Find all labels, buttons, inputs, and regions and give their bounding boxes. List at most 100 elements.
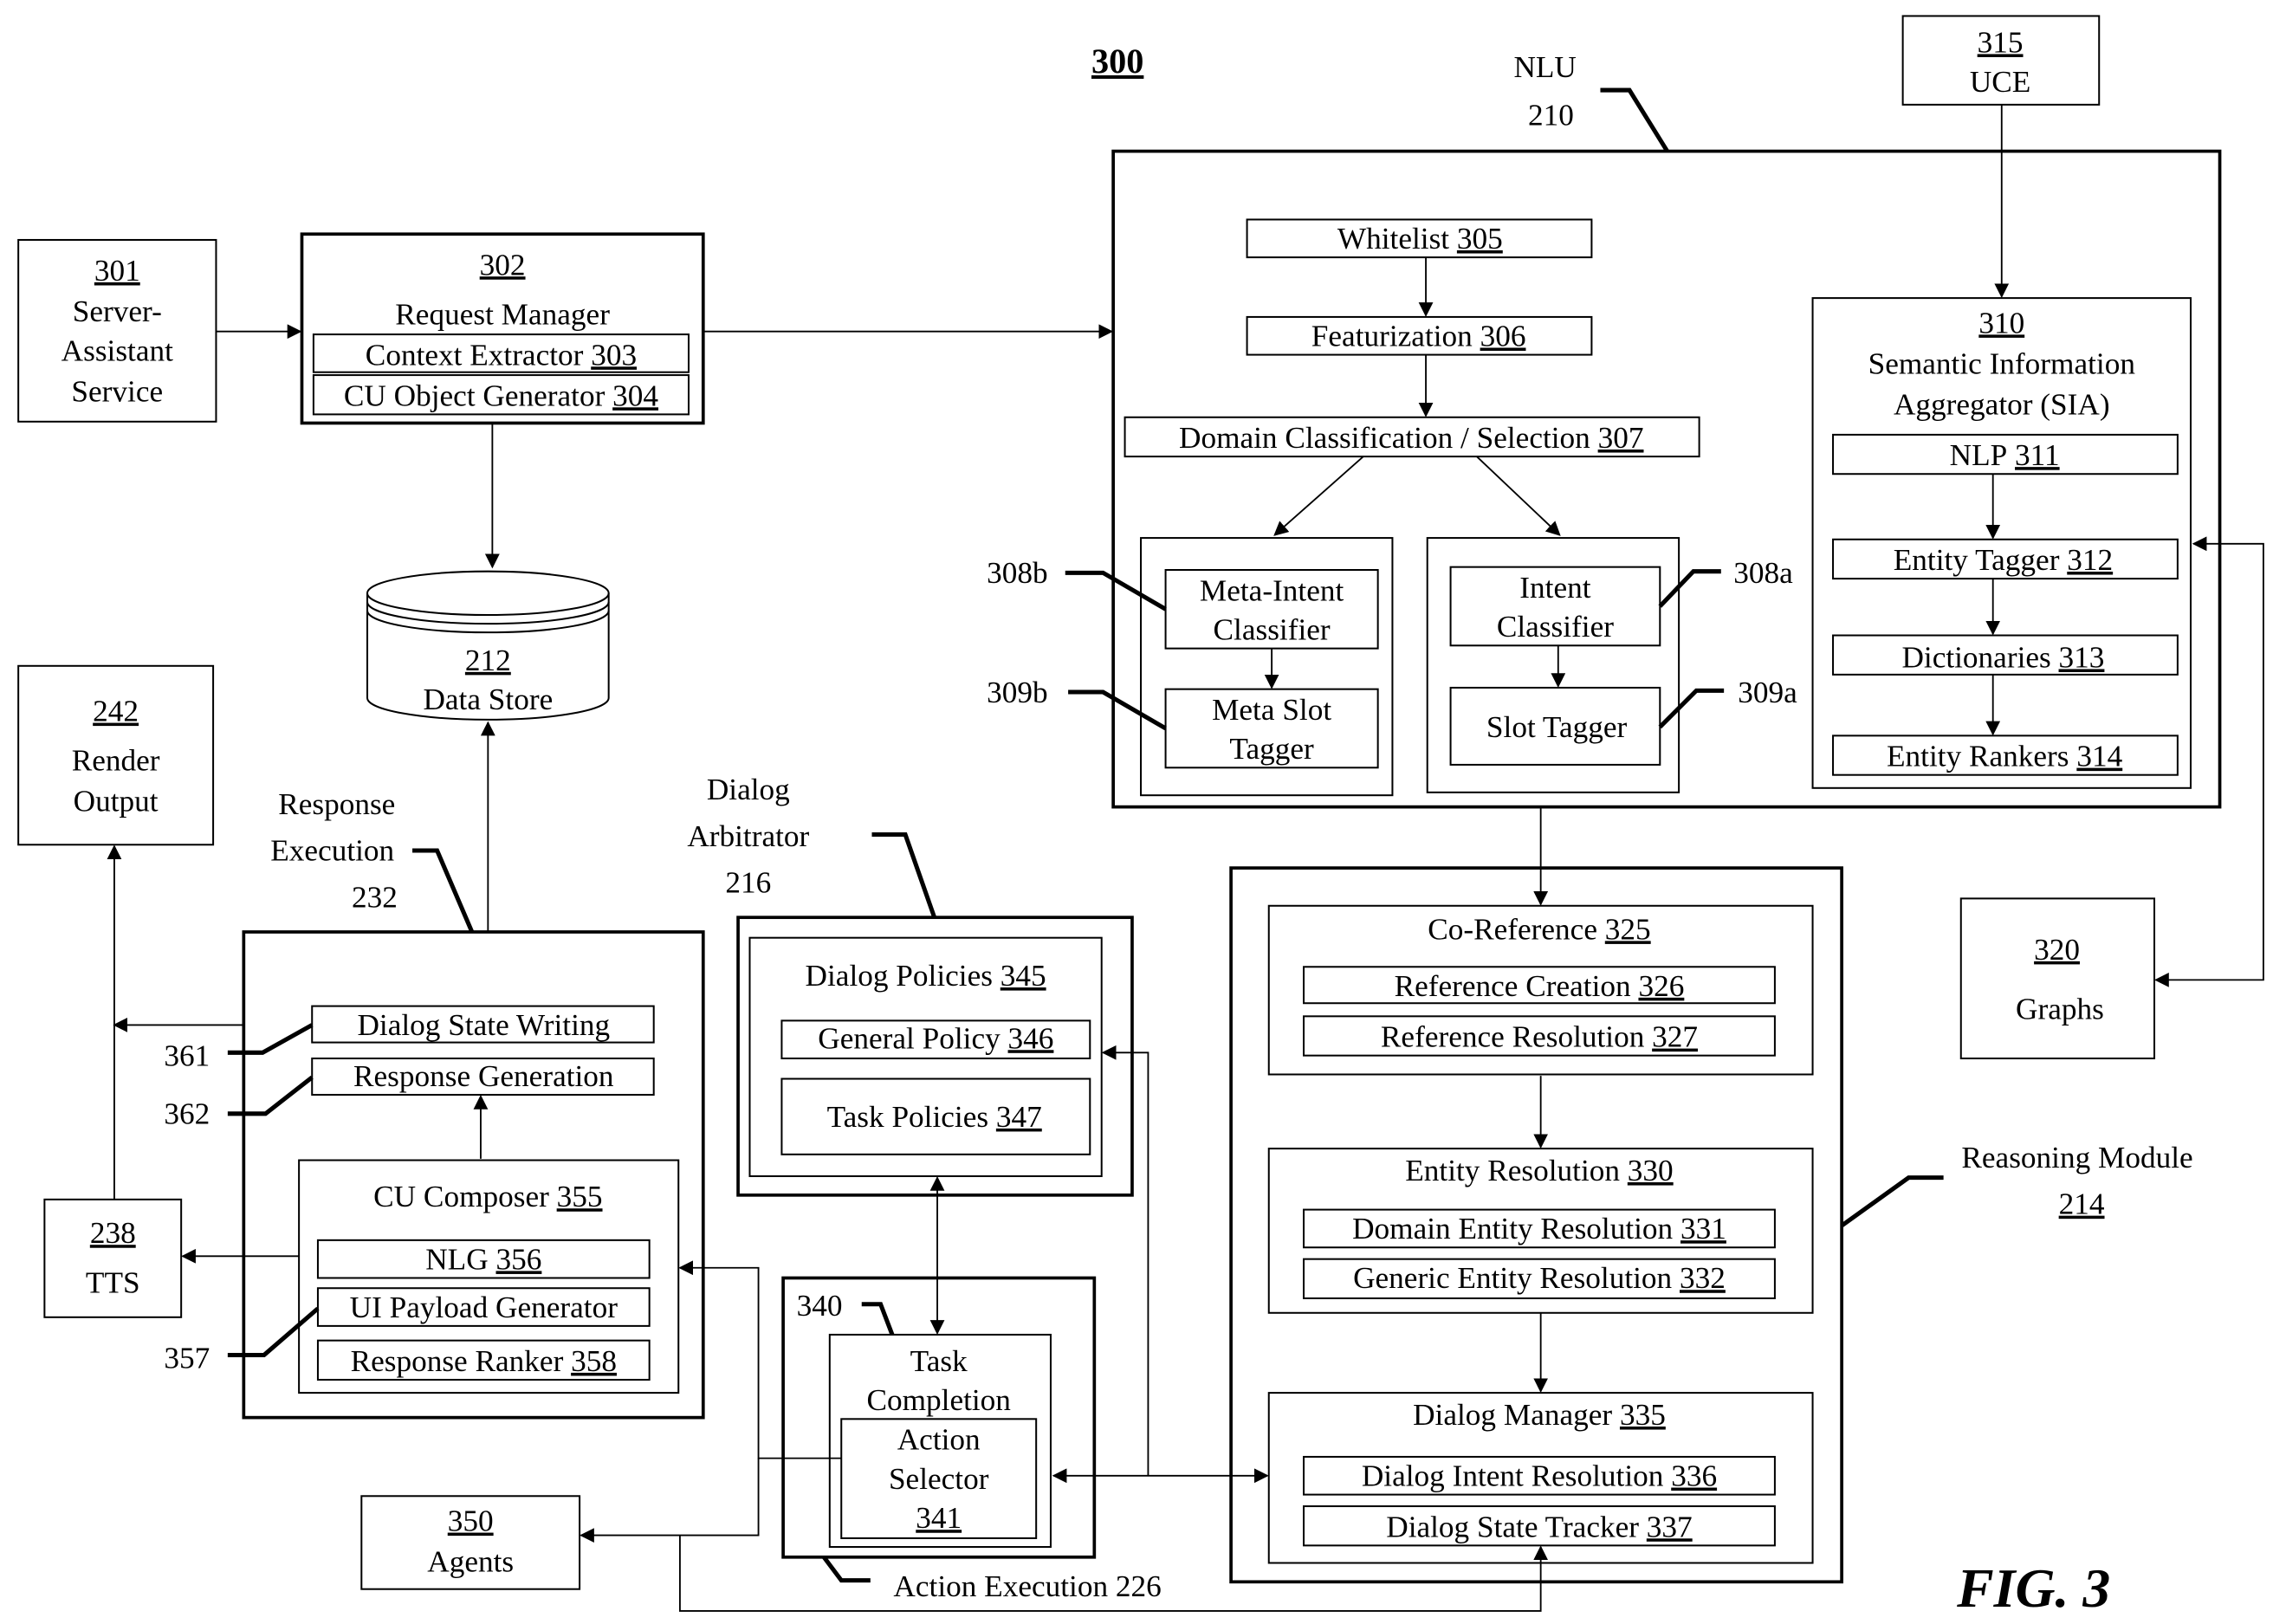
response-execution-leader — [412, 848, 475, 933]
edge-to-agents — [580, 1458, 760, 1543]
whitelist-box — [1246, 218, 1593, 259]
action-selector-line-2: Selector — [889, 1462, 989, 1496]
request-manager-title: Request Manager — [395, 297, 610, 331]
server-assistant-line-2: Assistant — [62, 333, 173, 367]
callout-361-leader — [227, 1023, 314, 1055]
response-ranker-text: Response Ranker 358 — [351, 1344, 617, 1378]
nlg-box — [316, 1239, 651, 1279]
action-execution-leader — [822, 1556, 871, 1583]
domain-entity-resolution-text: Domain Entity Resolution 331 — [1352, 1212, 1726, 1245]
callout-362-leader — [227, 1075, 314, 1116]
entity-resolution-text: Entity Resolution 330 — [1405, 1154, 1673, 1187]
response-ranker-box — [316, 1339, 651, 1381]
meta-intent-group-box — [1140, 537, 1394, 797]
nlu-leader — [1600, 87, 1669, 152]
dialog-state-writing-box — [311, 1005, 655, 1044]
callout-340-leader — [861, 1302, 895, 1336]
dialog-policies-box — [748, 936, 1103, 1177]
general-policy-box — [780, 1019, 1091, 1060]
callout-340: 340 — [797, 1289, 843, 1323]
edge-action-agents-composer — [678, 1260, 842, 1459]
nlg-text: NLG 356 — [425, 1242, 541, 1276]
nlp-box — [1832, 433, 2179, 476]
meta-slot-line-2: Tagger — [1229, 732, 1314, 766]
generic-entity-resolution-text: Generic Entity Resolution 332 — [1353, 1261, 1726, 1295]
nlu-ref-label: 210 — [1528, 98, 1574, 132]
dialog-arbitrator-line-3: 216 — [725, 866, 771, 900]
callout-362: 362 — [164, 1097, 210, 1131]
figure-caption: FIG. 3 — [1956, 1557, 2110, 1619]
task-completion-line-1: Task — [910, 1344, 968, 1378]
meta-slot-line-1: Meta Slot — [1212, 693, 1331, 727]
dialog-arbitrator-line-1: Dialog — [707, 773, 790, 806]
reasoning-leader — [1840, 1175, 1944, 1228]
graphs-box — [1959, 897, 2156, 1060]
request-manager-box — [300, 232, 705, 425]
response-execution-line-1: Response — [278, 787, 395, 821]
callout-309b: 309b — [987, 676, 1048, 709]
whitelist-text: Whitelist 305 — [1337, 222, 1503, 256]
server-assistant-line-3: Service — [71, 374, 163, 408]
domain-entity-resolution-box — [1303, 1208, 1776, 1249]
edge-sia-graphs — [2154, 536, 2264, 987]
meta-intent-line-2: Classifier — [1214, 613, 1331, 647]
dialog-state-writing-text: Dialog State Writing — [357, 1008, 610, 1042]
meta-intent-line-1: Meta-Intent — [1200, 573, 1344, 607]
nlu-name-label: NLU — [1513, 50, 1576, 84]
response-execution-box — [242, 930, 705, 1420]
co-reference-text: Co-Reference 325 — [1428, 912, 1650, 946]
task-completion-line-2: Completion — [866, 1383, 1011, 1417]
task-completion-box — [828, 1333, 1052, 1549]
co-reference-box — [1267, 904, 1814, 1076]
cu-object-generator-box — [312, 374, 690, 416]
callout-309a-leader — [1658, 688, 1725, 729]
response-execution-line-3: 232 — [352, 880, 398, 914]
intent-group-box — [1426, 537, 1680, 793]
server-assistant-id: 301 — [94, 254, 140, 288]
reference-creation-box — [1303, 966, 1776, 1005]
server-assistant-line-1: Server- — [73, 294, 162, 328]
context-extractor-box — [312, 333, 690, 373]
featurization-box — [1246, 315, 1593, 356]
domain-classification-text: Domain Classification / Selection 307 — [1179, 421, 1644, 455]
ui-payload-generator-text: UI Payload Generator — [350, 1291, 618, 1324]
callout-308b: 308b — [987, 556, 1048, 590]
context-extractor-text: Context Extractor 303 — [366, 338, 637, 372]
uce-id: 315 — [1978, 25, 2024, 59]
uce-label: UCE — [1970, 65, 2031, 99]
callout-308a-leader — [1658, 569, 1721, 608]
sia-line-2: Aggregator (SIA) — [1894, 387, 2110, 421]
data-store-label: Data Store — [423, 683, 553, 716]
reference-resolution-text: Reference Resolution 327 — [1381, 1020, 1698, 1054]
task-policies-box — [780, 1077, 1091, 1155]
action-selector-id: 341 — [916, 1501, 962, 1535]
data-store-id: 212 — [465, 644, 511, 677]
action-selector-line-1: Action — [897, 1423, 981, 1457]
dialog-intent-resolution-box — [1303, 1455, 1776, 1496]
dialog-state-tracker-text: Dialog State Tracker 337 — [1386, 1510, 1692, 1543]
callout-357: 357 — [164, 1342, 210, 1375]
agents-label: Agents — [427, 1545, 514, 1579]
tts-label: TTS — [86, 1265, 140, 1299]
entity-rankers-text: Entity Rankers 314 — [1887, 740, 2123, 773]
callout-309b-leader — [1068, 689, 1167, 731]
request-manager-id: 302 — [480, 248, 526, 281]
dialog-policies-text: Dialog Policies 345 — [806, 959, 1046, 993]
response-generation-text: Response Generation — [353, 1059, 614, 1093]
reference-resolution-box — [1303, 1015, 1776, 1057]
intent-classifier-line-1: Intent — [1519, 571, 1590, 605]
cu-object-generator-text: CU Object Generator 304 — [344, 379, 659, 412]
sia-line-1: Semantic Information — [1868, 346, 2136, 380]
callout-309a: 309a — [1738, 676, 1797, 709]
edge-agents-dialogmanager — [678, 1535, 1549, 1612]
action-execution-label: Action Execution 226 — [893, 1569, 1161, 1603]
dialog-manager-text: Dialog Manager 335 — [1413, 1398, 1666, 1432]
slot-tagger-text: Slot Tagger — [1486, 710, 1628, 744]
callout-308b-leader — [1065, 570, 1167, 611]
cu-composer-box — [298, 1159, 680, 1394]
entity-tagger-text: Entity Tagger 312 — [1894, 543, 2113, 577]
render-output-line-1: Render — [72, 744, 160, 778]
dictionaries-text: Dictionaries 313 — [1901, 640, 2104, 674]
dialog-intent-resolution-text: Dialog Intent Resolution 336 — [1362, 1459, 1717, 1493]
